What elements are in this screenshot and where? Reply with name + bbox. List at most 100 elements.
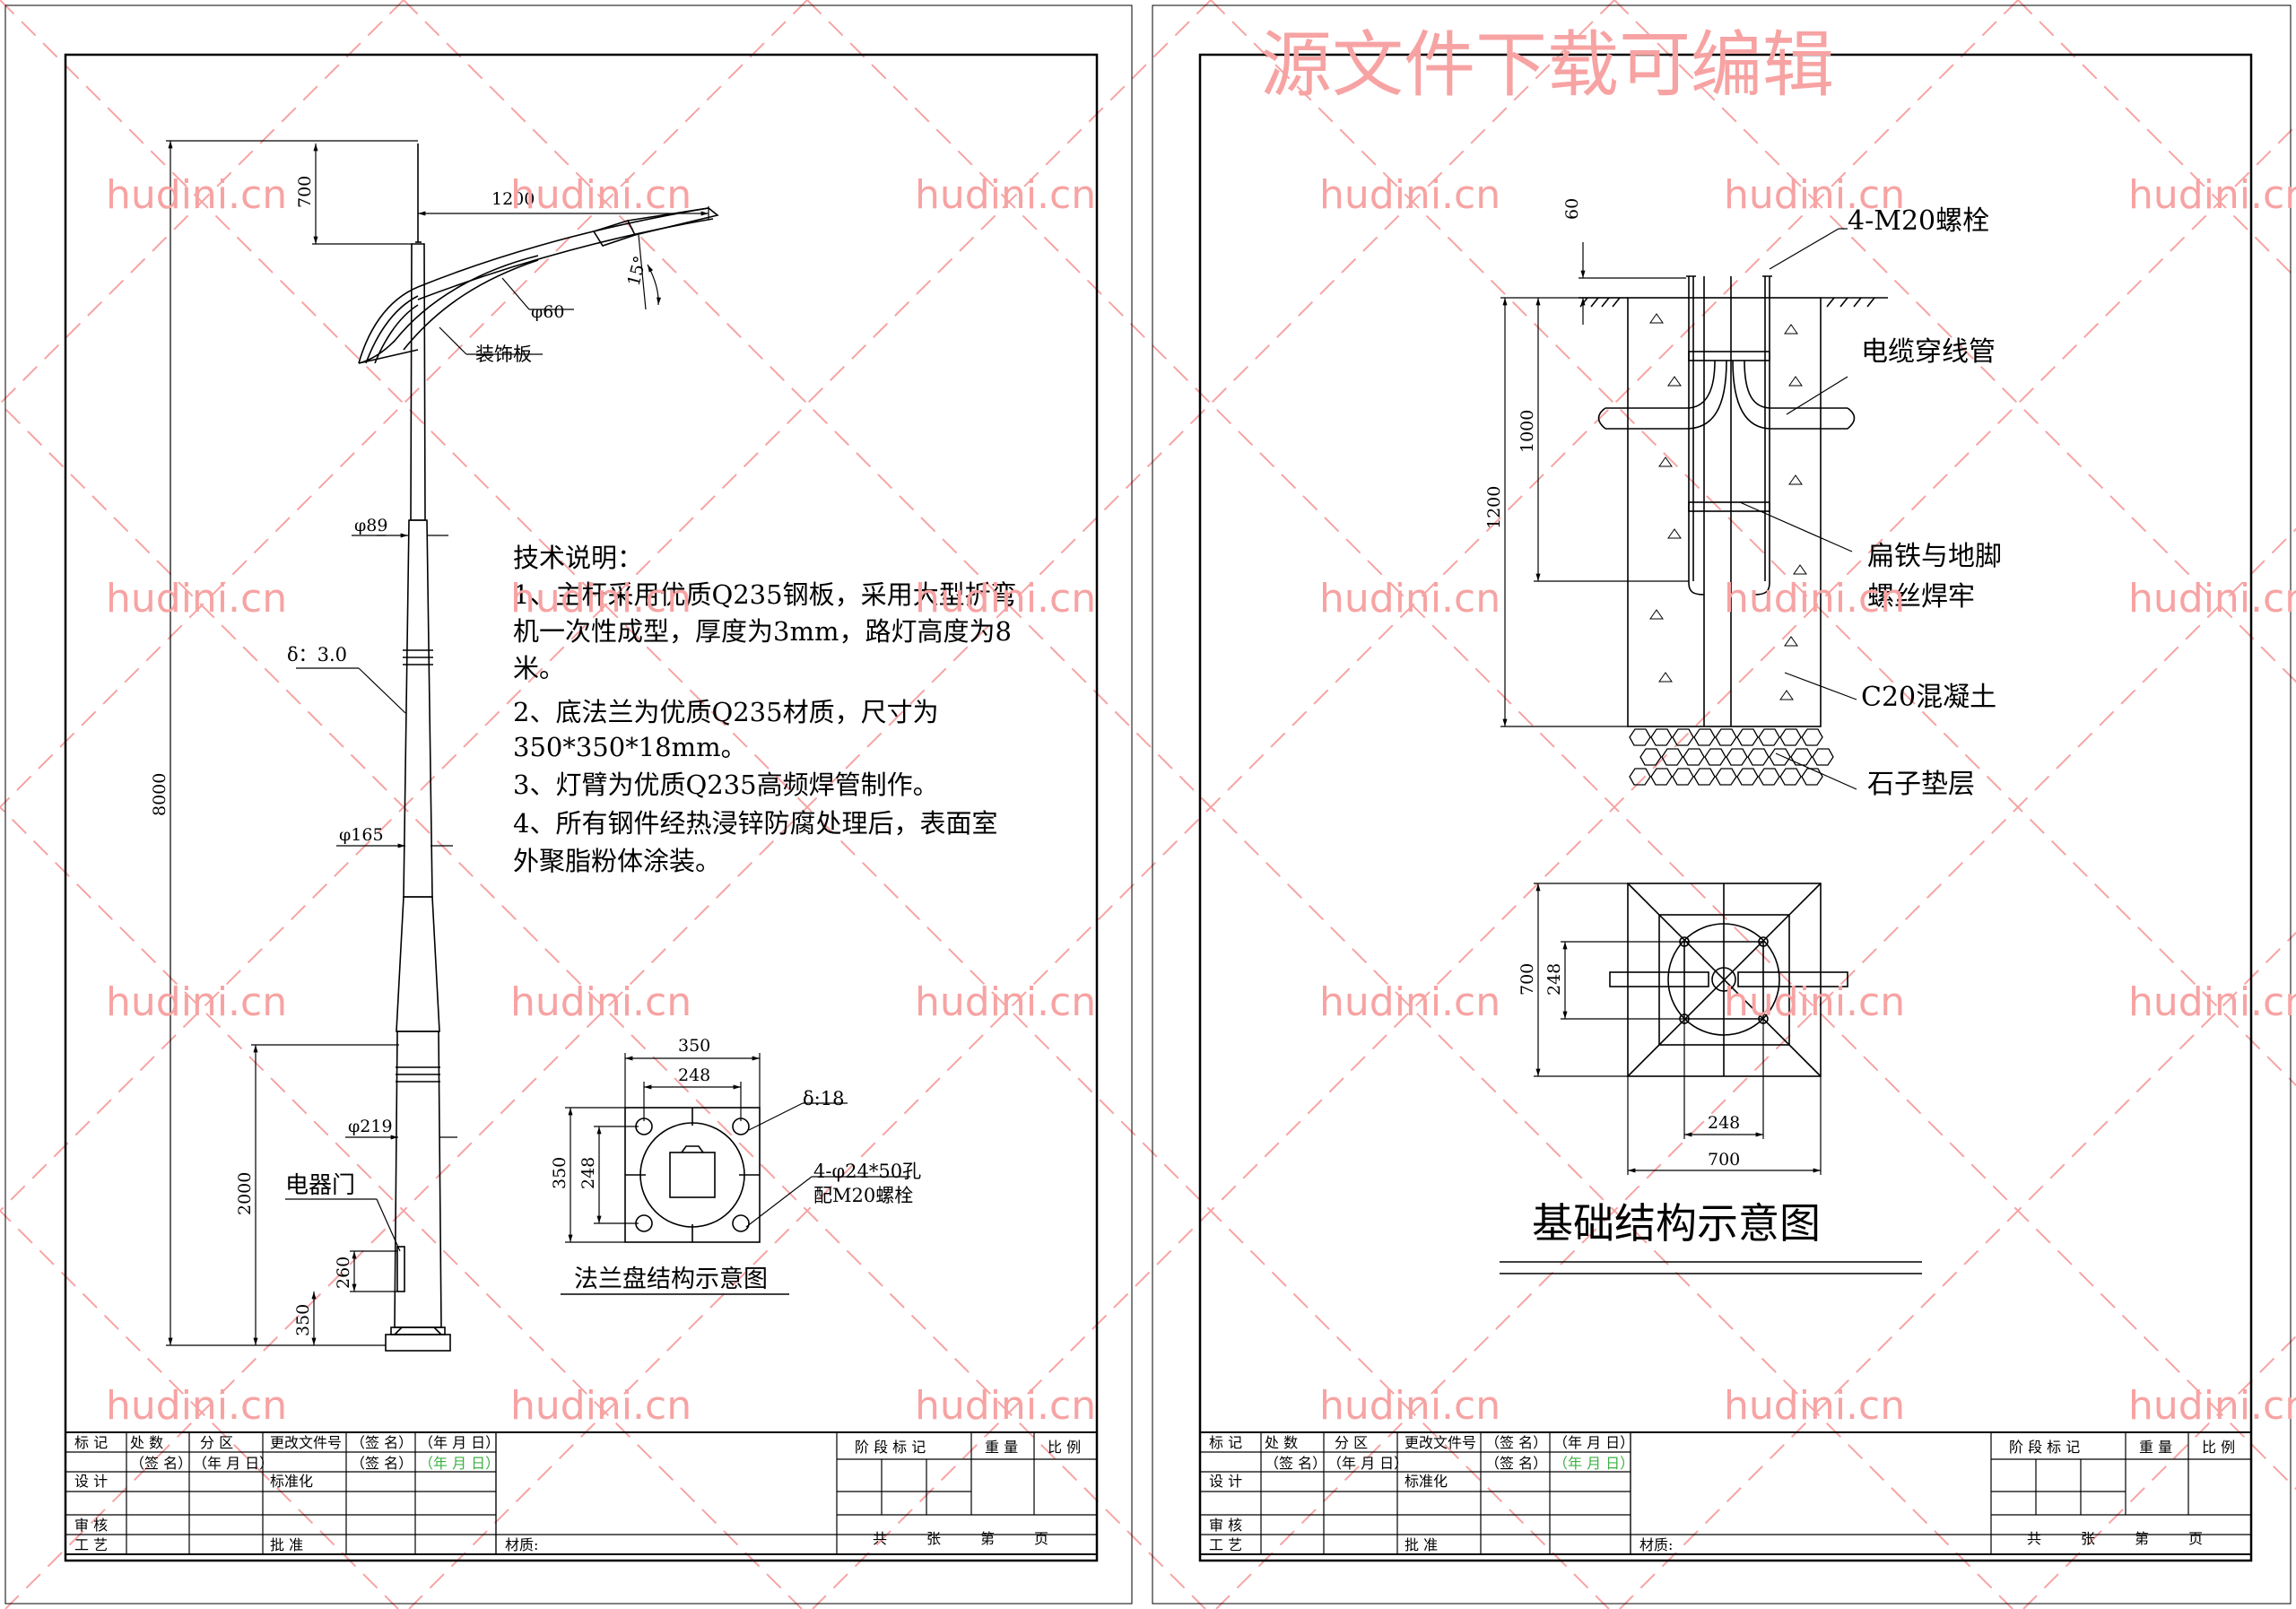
- wall-thickness: δ：3.0: [287, 644, 347, 665]
- tb-stage: 阶 段 标 记: [855, 1439, 926, 1456]
- tb-date: （年 月 日）: [1327, 1455, 1408, 1472]
- tb-sheets: 张: [926, 1530, 941, 1547]
- tech-line-7: 4、所有钢件经热浸锌防腐处理后，表面室: [513, 808, 997, 839]
- tb-header-0: 标 记: [74, 1434, 108, 1451]
- dim-260: 260: [334, 1257, 353, 1289]
- foundation-section: [1500, 228, 1888, 790]
- dim-top-700: 700: [295, 176, 315, 208]
- watermark-site: hudini.cn: [915, 1383, 1096, 1429]
- flange-h-outer: 350: [550, 1157, 570, 1189]
- tb-page-no: 第: [2135, 1530, 2149, 1547]
- tb-header-2: 分 区: [200, 1434, 233, 1451]
- watermark-site: hudini.cn: [1724, 172, 1905, 218]
- tb-header-0: 标 记: [1209, 1434, 1242, 1451]
- dim-350: 350: [293, 1304, 313, 1336]
- title-block-right: 标 记处 数分 区更改文件号（签 名）（年 月 日）设 计（签 名）（年 月 日…: [1199, 1431, 2252, 1555]
- watermark-site: hudini.cn: [106, 576, 287, 622]
- watermark-site: hudini.cn: [1319, 172, 1500, 218]
- tech-line-3: 米。: [513, 653, 565, 683]
- weld-label-1: 扁铁与地脚: [1867, 541, 2002, 572]
- tb-standardization: 标准化: [1405, 1473, 1448, 1490]
- tb-header-4: （签 名）: [1485, 1434, 1547, 1451]
- flange-bolts: 配M20螺栓: [813, 1185, 913, 1206]
- tech-line-5: 350*350*18mm。: [513, 732, 747, 762]
- tb-scale: 比 例: [2202, 1439, 2235, 1456]
- pole-dimensions: [166, 140, 709, 1346]
- tb-total: 共: [2027, 1530, 2041, 1547]
- tb-header-1: 处 数: [130, 1434, 163, 1451]
- tech-line-8: 外聚脂粉体涂装。: [513, 846, 721, 876]
- tb-scale: 比 例: [1048, 1439, 1081, 1456]
- tb-sign-2: （签 名）: [1485, 1455, 1547, 1472]
- plan-dim-248-v: 248: [1544, 963, 1564, 996]
- watermark-text: 源文件下载可编辑 hudini.cn hudini.cn hudini.cn hudi…: [106, 23, 2296, 1429]
- dia-mid: φ165: [339, 825, 384, 845]
- dim-2000: 2000: [235, 1172, 255, 1215]
- watermark-site: hudini.cn: [1724, 979, 1905, 1025]
- dim-total-height: 8000: [150, 773, 170, 816]
- watermark-site: hudini.cn: [1319, 1383, 1500, 1429]
- watermark-site: hudini.cn: [915, 979, 1096, 1025]
- deco-plate-label: 装饰板: [475, 344, 532, 365]
- tb-sign: （签 名）: [130, 1455, 192, 1472]
- flange-h-inner: 248: [578, 1157, 598, 1189]
- watermark-site: hudini.cn: [106, 172, 287, 218]
- watermark-site: hudini.cn: [510, 576, 691, 622]
- tb-approve: 批 准: [270, 1536, 303, 1553]
- plan-dim-248-h: 248: [1708, 1113, 1740, 1133]
- tb-date-green: （年 月 日）: [419, 1455, 500, 1472]
- tb-approve: 批 准: [1405, 1536, 1438, 1553]
- left-sheet-frame: [4, 4, 1133, 1605]
- flange-w-outer: 350: [678, 1036, 710, 1056]
- plan-dim-700-h: 700: [1708, 1150, 1740, 1170]
- tb-material: 材质:: [1639, 1536, 1673, 1553]
- tb-material: 材质:: [505, 1536, 538, 1553]
- plan-dim-700-v: 700: [1518, 963, 1537, 996]
- arm-diameter: φ60: [531, 302, 564, 322]
- right-sheet-frame: [1152, 4, 2292, 1605]
- cable-label: 电缆穿线管: [1861, 336, 1996, 368]
- tb-sign-2: （签 名）: [351, 1455, 413, 1472]
- watermark-site: hudini.cn: [510, 172, 691, 218]
- tech-line-6: 3、灯臂为优质Q235高频焊管制作。: [513, 770, 939, 800]
- concrete-label: C20混凝土: [1861, 682, 1996, 713]
- tb-review: 审 核: [1209, 1517, 1242, 1534]
- foundation-labels: 60 4-M20螺栓 电缆穿线管 1000 1200 扁铁与地脚 螺丝焊牢 C2…: [1484, 198, 2002, 800]
- tb-design: 设 计: [74, 1473, 108, 1490]
- flange-holes: 4-φ24*50孔: [813, 1161, 921, 1182]
- tb-total: 共: [873, 1530, 887, 1547]
- tb-page: 页: [2188, 1530, 2203, 1547]
- tb-craft: 工 艺: [74, 1536, 108, 1553]
- tb-header-5: （年 月 日）: [419, 1434, 500, 1451]
- tech-line-1: 1、主杆采用优质Q235钢板，采用大型折弯: [513, 579, 1017, 610]
- tech-line-2: 机一次性成型，厚度为3mm，路灯高度为8: [513, 616, 1012, 647]
- pole-elevation: [358, 144, 719, 1352]
- watermark-site: hudini.cn: [1724, 1383, 1905, 1429]
- tb-header-5: （年 月 日）: [1553, 1434, 1634, 1451]
- pole-labels: 1200 700 15° φ60 装饰板 φ89 δ：3.0 φ165 8000…: [150, 176, 651, 1336]
- tb-weight: 重 量: [2139, 1439, 2172, 1456]
- dia-bottom: φ219: [348, 1117, 393, 1136]
- flange-labels: 350 248 350 248 δ:18 4-φ24*50孔 配M20螺栓 法兰…: [550, 1036, 921, 1293]
- tb-weight: 重 量: [985, 1439, 1018, 1456]
- watermark-site: hudini.cn: [2128, 172, 2296, 218]
- tech-notes: 技术说明： 1、主杆采用优质Q235钢板，采用大型折弯 机一次性成型，厚度为3m…: [513, 543, 1017, 876]
- dim-angle: 15°: [624, 254, 651, 288]
- flange-w-inner: 248: [678, 1065, 710, 1085]
- flange-caption: 法兰盘结构示意图: [574, 1265, 768, 1293]
- foundation-plan: [1500, 883, 1922, 1274]
- tb-review: 审 核: [74, 1517, 108, 1534]
- weld-label-2: 螺丝焊牢: [1867, 581, 1975, 613]
- tb-header-3: 更改文件号: [270, 1434, 342, 1451]
- watermark-site: hudini.cn: [510, 1383, 691, 1429]
- flange-thickness: δ:18: [803, 1088, 844, 1109]
- tb-page: 页: [1034, 1530, 1048, 1547]
- watermark-title: 源文件下载可编辑: [1260, 23, 1834, 107]
- watermark-site: hudini.cn: [2128, 979, 2296, 1025]
- bolts-label: 4-M20螺栓: [1848, 205, 1989, 237]
- watermark-site: hudini.cn: [106, 1383, 287, 1429]
- tb-craft: 工 艺: [1209, 1536, 1242, 1553]
- foundation-caption: 基础结构示意图: [1532, 1199, 1821, 1248]
